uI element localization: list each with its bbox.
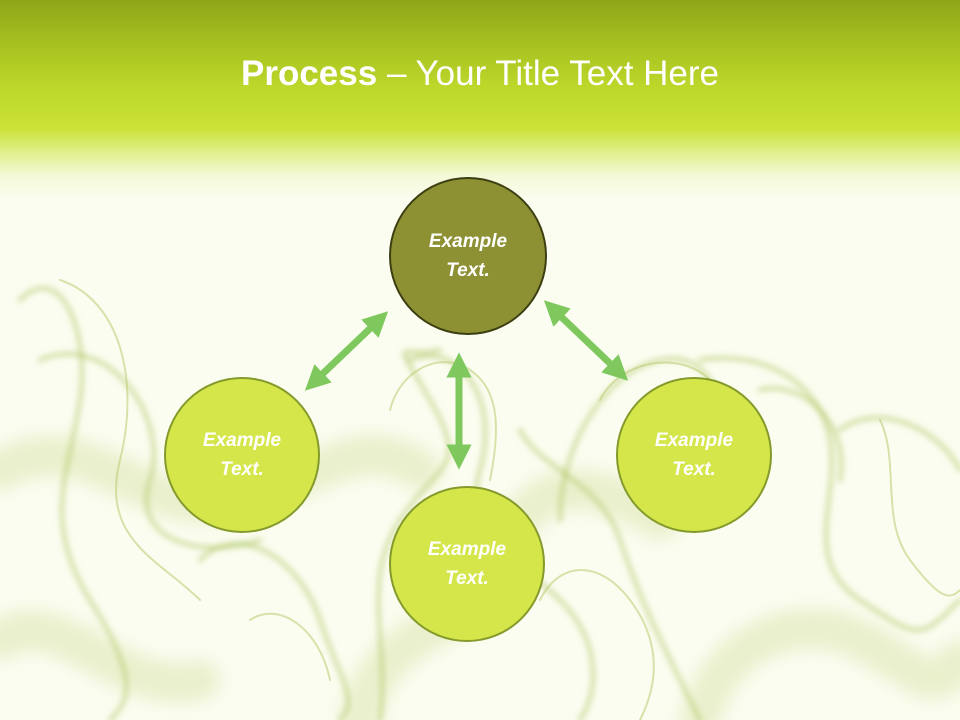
node-bottom-label: Example Text. [427, 539, 507, 589]
node-right: Example Text. [616, 377, 772, 533]
slide-title: Process – Your Title Text Here [0, 52, 960, 96]
node-top-label: Example Text. [428, 231, 508, 281]
node-bottom: Example Text. [389, 486, 545, 642]
slide-title-rest: – Your Title Text Here [377, 54, 719, 93]
node-right-label: Example Text. [654, 430, 734, 480]
arrow-top-left [304, 311, 389, 391]
arrow-top-right [543, 300, 629, 381]
slide-title-bold: Process [241, 54, 378, 93]
node-top: Example Text. [389, 177, 547, 335]
node-left: Example Text. [164, 377, 320, 533]
node-left-label: Example Text. [202, 430, 282, 480]
header-band [0, 0, 960, 200]
